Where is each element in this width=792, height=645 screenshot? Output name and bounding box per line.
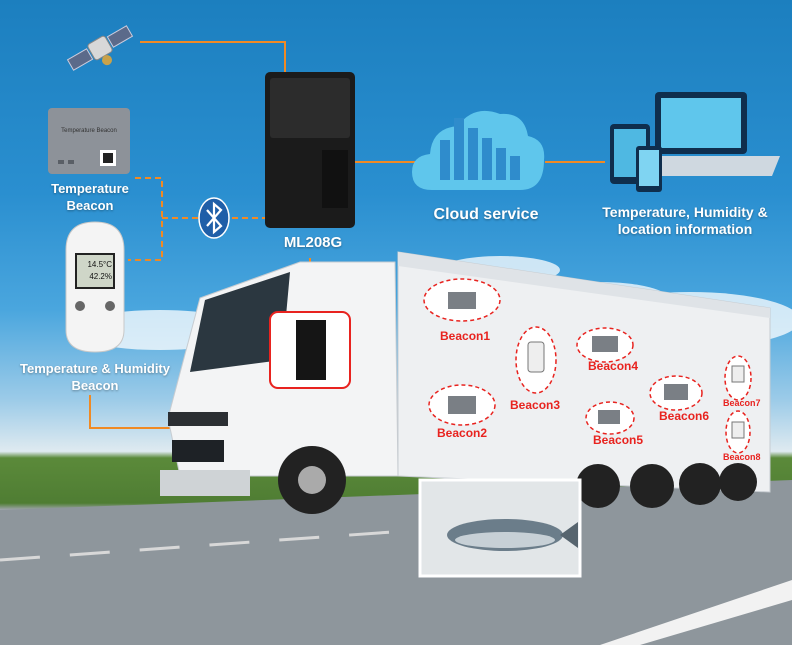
humidity-beacon-label: Temperature & Humidity Beacon xyxy=(19,361,170,393)
beacon-label-3: Beacon3 xyxy=(510,398,561,412)
cloud-icon xyxy=(412,110,545,190)
gateway-label: ML208G xyxy=(283,234,343,251)
gateway-device xyxy=(265,72,355,228)
road-center-line xyxy=(0,528,421,562)
temperature-beacon-label: Temperature Beacon xyxy=(51,181,129,213)
bluetooth-icon xyxy=(198,197,230,239)
beacon-label-4: Beacon4 xyxy=(588,359,639,373)
beacon-device-icons xyxy=(448,292,745,439)
beacon-label-1: Beacon1 xyxy=(440,329,491,343)
screen-humidity: 42.2% xyxy=(89,272,112,281)
devices-icon xyxy=(610,92,780,192)
beacon-label-5: Beacon5 xyxy=(593,433,644,447)
information-label: Temperature, Humidity & location informa… xyxy=(602,204,768,237)
humidity-beacon-device xyxy=(65,221,125,353)
beacon-label-2: Beacon2 xyxy=(437,426,488,440)
device-header-text: Temperature Beacon xyxy=(61,128,117,134)
satellite-icon xyxy=(66,25,134,71)
fish-inset xyxy=(418,478,582,578)
road xyxy=(0,480,792,645)
screen-temperature: 14.5°C xyxy=(87,260,112,269)
temperature-beacon-device xyxy=(48,108,130,174)
beacon-label-8: Beacon8 xyxy=(723,452,761,462)
road-marking xyxy=(600,580,792,645)
beacon-label-7: Beacon7 xyxy=(723,398,761,408)
cloud-service-label: Cloud service xyxy=(433,206,539,223)
beacon-label-6: Beacon6 xyxy=(659,409,710,423)
